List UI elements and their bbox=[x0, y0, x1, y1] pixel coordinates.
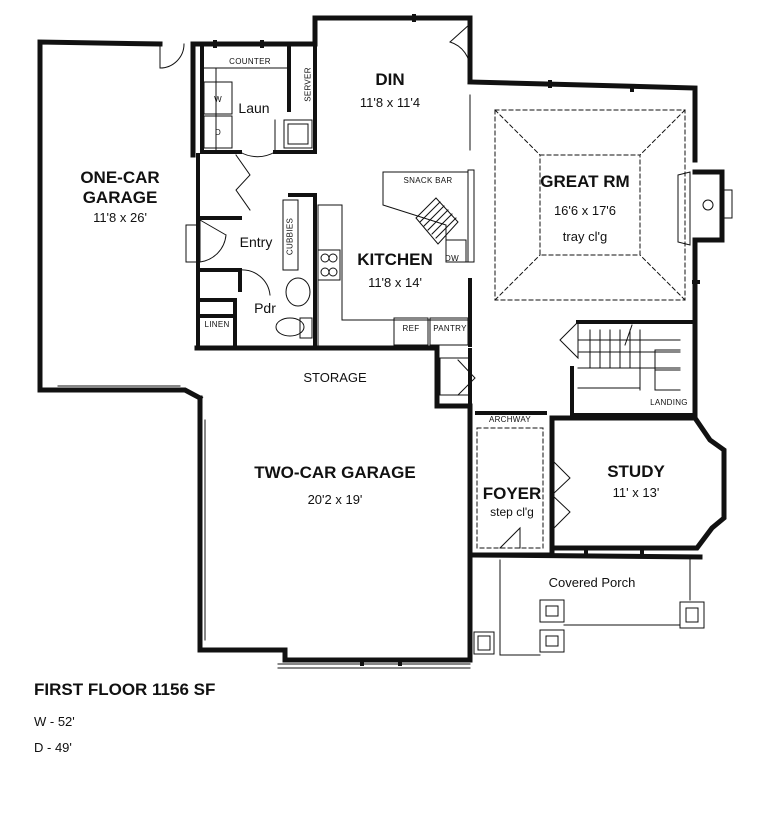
great-room-note: tray cl'g bbox=[562, 229, 608, 244]
two-car-garage-dims: 20'2 x 19' bbox=[307, 492, 363, 507]
exterior-walls bbox=[37, 15, 727, 663]
floor-title: FIRST FLOOR 1156 SF bbox=[34, 680, 216, 699]
depth-note: D - 49' bbox=[34, 740, 72, 755]
window-marks bbox=[213, 14, 700, 666]
entry-name: Entry bbox=[239, 234, 273, 250]
foyer-note: step cl'g bbox=[490, 505, 534, 519]
kitchen-dims: 11'8 x 14' bbox=[368, 275, 422, 290]
great-room-dims: 16'6 x 17'6 bbox=[553, 203, 617, 218]
study-name: STUDY bbox=[607, 462, 665, 481]
storage-label: STORAGE bbox=[303, 370, 367, 385]
dishwasher-label: DW bbox=[445, 254, 459, 263]
porch-name: Covered Porch bbox=[548, 575, 636, 590]
two-car-garage-name: TWO-CAR GARAGE bbox=[254, 463, 416, 482]
laundry-name: Laun bbox=[238, 100, 270, 116]
width-note: W - 52' bbox=[34, 714, 75, 729]
foyer-name: FOYER bbox=[482, 484, 542, 503]
linen-label: LINEN bbox=[204, 320, 230, 329]
dining-name: DIN bbox=[375, 70, 405, 89]
one-car-garage-dims: 11'8 x 26' bbox=[93, 210, 147, 225]
kitchen-name: KITCHEN bbox=[357, 250, 433, 269]
snack-bar-label: SNACK BAR bbox=[403, 176, 453, 185]
pantry-label: PANTRY bbox=[433, 324, 467, 333]
archway-label: ARCHWAY bbox=[488, 415, 532, 424]
dryer-label: D bbox=[214, 128, 222, 137]
great-room-name: GREAT RM bbox=[540, 172, 630, 191]
detail-lines bbox=[57, 67, 733, 669]
one-car-garage-name-line2: GARAGE bbox=[82, 188, 158, 207]
study-dims: 11' x 13' bbox=[612, 485, 660, 500]
one-car-garage-name-line1: ONE-CAR bbox=[80, 168, 160, 187]
door-swings bbox=[159, 23, 579, 549]
counter-label: COUNTER bbox=[229, 57, 271, 66]
landing-label: LANDING bbox=[650, 398, 688, 407]
server-label: SERVER bbox=[303, 67, 313, 102]
dining-dims: 11'8 x 11'4 bbox=[359, 95, 421, 110]
powder-name: Pdr bbox=[254, 300, 276, 316]
refrigerator-label: REF bbox=[402, 324, 420, 333]
cubbies-label: CUBBIES bbox=[285, 217, 295, 256]
one-car-garage-label: ONE-CAR GARAGE bbox=[80, 168, 160, 208]
washer-label: W bbox=[214, 95, 222, 104]
